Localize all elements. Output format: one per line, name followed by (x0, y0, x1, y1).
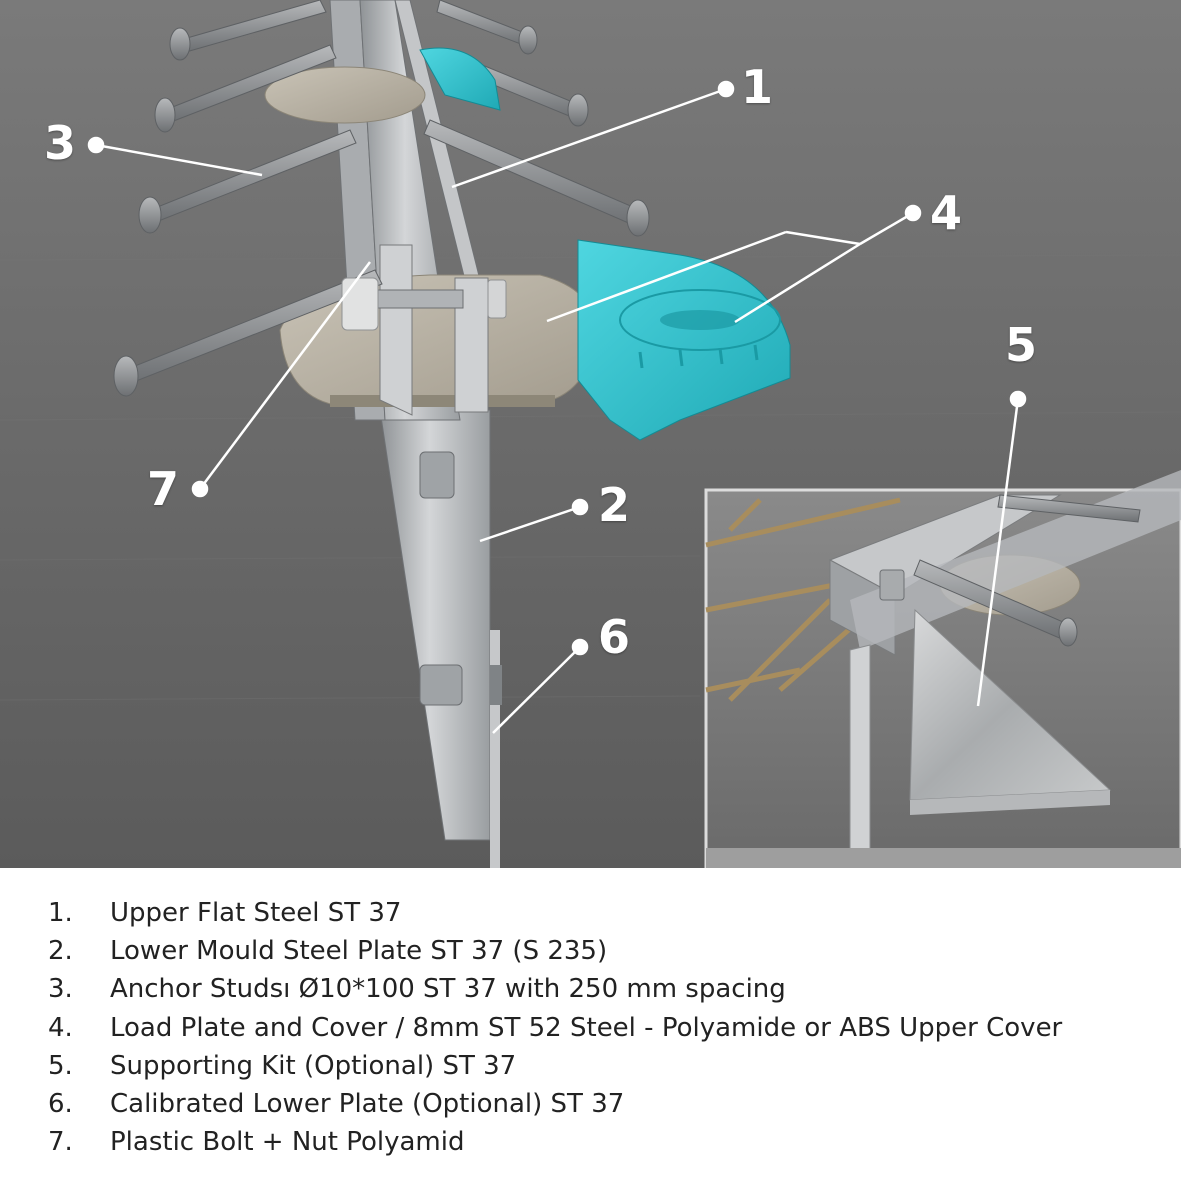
callout-6: 6 (598, 610, 631, 664)
legend-item: 2. Lower Mould Steel Plate ST 37 (S 235) (48, 932, 1062, 970)
legend-item: 1. Upper Flat Steel ST 37 (48, 894, 1062, 932)
legend-number: 4. (48, 1012, 73, 1043)
callout-4: 4 (930, 186, 963, 240)
callout-1: 1 (741, 60, 774, 114)
parts-legend: 1. Upper Flat Steel ST 37 2. Lower Mould S… (0, 868, 1181, 1181)
callout-5: 5 (1005, 318, 1038, 372)
legend-item: 4. Load Plate and Cover / 8mm ST 52 Steel… (48, 1009, 1062, 1047)
product-illustration: 1 2 3 4 5 6 7 (0, 0, 1181, 868)
legend-text: Calibrated Lower Plate (Optional) ST 37 (110, 1089, 625, 1120)
legend-text: Supporting Kit (Optional) ST 37 (110, 1050, 517, 1081)
callout-2: 2 (598, 478, 631, 532)
legend-number: 7. (48, 1127, 73, 1158)
legend-number: 6. (48, 1089, 73, 1120)
legend-number: 2. (48, 936, 73, 967)
legend-text: Upper Flat Steel ST 37 (110, 898, 402, 929)
legend-text: Anchor Studsı Ø10*100 ST 37 with 250 mm … (110, 974, 786, 1005)
legend-number: 5. (48, 1050, 73, 1081)
callout-7: 7 (147, 462, 180, 516)
assembly-drawing (0, 0, 1181, 868)
legend-item: 5. Supporting Kit (Optional) ST 37 (48, 1047, 1062, 1085)
legend-item: 7. Plastic Bolt + Nut Polyamid (48, 1123, 1062, 1161)
parts-list: 1. Upper Flat Steel ST 37 2. Lower Mould S… (48, 894, 1062, 1161)
callout-3: 3 (44, 116, 77, 170)
legend-item: 3. Anchor Studsı Ø10*100 ST 37 with 250 m… (48, 970, 1062, 1008)
legend-item: 6. Calibrated Lower Plate (Optional) ST 3… (48, 1085, 1062, 1123)
legend-text: Plastic Bolt + Nut Polyamid (110, 1127, 465, 1158)
legend-number: 3. (48, 974, 73, 1005)
legend-text: Load Plate and Cover / 8mm ST 52 Steel -… (110, 1012, 1063, 1043)
legend-text: Lower Mould Steel Plate ST 37 (S 235) (110, 936, 608, 967)
legend-number: 1. (48, 898, 73, 929)
